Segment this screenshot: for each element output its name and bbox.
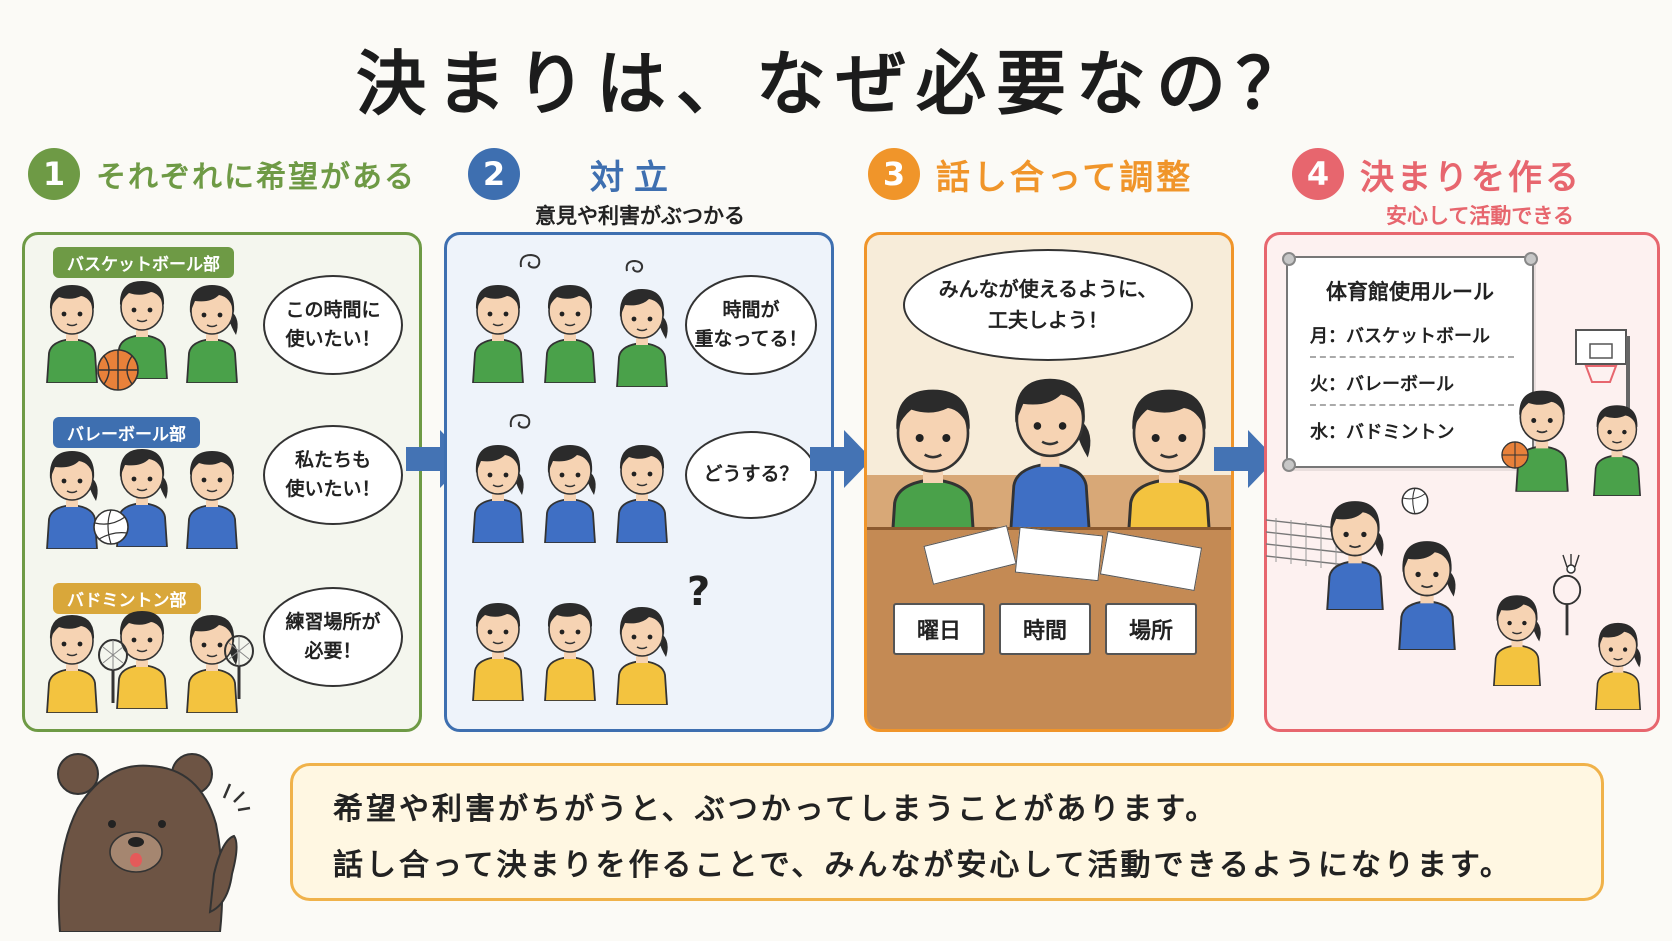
volleyball-boy	[181, 441, 243, 549]
conflict-boy-2	[539, 275, 601, 383]
basketball-hoop-icon	[1575, 329, 1630, 410]
panel-step-2: 時間が 重なってる！ どうする？ ?	[444, 232, 834, 732]
gym-rules-board: 体育館使用ルール 月：バスケットボール 火：バレーボール 水：バドミントン	[1282, 252, 1538, 472]
racket-icon-3	[1552, 574, 1582, 636]
step-4-number: 4	[1292, 148, 1344, 200]
gym-rules-title: 体育館使用ルール	[1326, 280, 1494, 304]
club-tag-badminton: バドミントン部	[53, 583, 201, 614]
step-2-number: 2	[468, 148, 520, 200]
panel-step-1: バスケットボール部 バレーボール部 バドミントン部 この時間に 使いたい！ 私た…	[22, 232, 422, 732]
step-1-label: それぞれに希望がある	[96, 160, 416, 195]
speech-bubble-let-us-plan: みんなが使えるように、 工夫しよう！	[903, 249, 1193, 361]
discussion-kid-girl-center	[1001, 363, 1099, 533]
rule-tuesday: 火：バレーボール	[1310, 370, 1514, 406]
question-mark-icon: ?	[687, 569, 711, 615]
club-tag-basketball: バスケットボール部	[53, 247, 234, 278]
step-4-label: 決まりを作る	[1360, 157, 1582, 198]
step-2-heading: 2 対立	[468, 148, 678, 200]
page-title: 決まりは、なぜ必要なの？	[356, 43, 1316, 125]
club-tag-volleyball: バレーボール部	[53, 417, 200, 448]
volleyball-icon	[93, 509, 129, 545]
card-time: 時間	[999, 603, 1091, 655]
summary-line-2: 話し合って決まりを作ることで、みんなが安心して活動できるようになります。	[333, 848, 1513, 883]
step-4-heading: 4 決まりを作る	[1292, 148, 1582, 200]
basketball-icon-2	[1501, 441, 1529, 469]
conflict-girl-1	[611, 279, 673, 387]
basketball-icon	[97, 349, 139, 391]
pin-icon	[1282, 252, 1296, 266]
badminton-player-2	[1590, 614, 1646, 710]
step-1-heading: 1 それぞれに希望がある	[28, 148, 416, 200]
basketball-player-2	[1588, 396, 1646, 496]
speech-bubble-volleyball: 私たちも 使いたい！	[263, 425, 403, 525]
racket-icon	[98, 639, 128, 703]
step-3-number: 3	[868, 148, 920, 200]
card-day: 曜日	[893, 603, 985, 655]
conflict-boy-5	[539, 593, 601, 701]
badminton-boy-1	[41, 605, 103, 713]
step-2-label: 対立	[590, 157, 678, 198]
step-3-label: 話し合って調整	[936, 157, 1194, 198]
volleyball-icon-2	[1401, 487, 1429, 515]
paper-note-2	[1014, 526, 1104, 582]
conflict-boy-3	[611, 435, 673, 543]
confused-swirl-icon-3	[509, 413, 531, 429]
panel-step-3: みんなが使えるように、 工夫しよう！ 曜日 時間 場所	[864, 232, 1234, 732]
card-place: 場所	[1105, 603, 1197, 655]
speech-bubble-what-to-do: どうする？	[685, 431, 817, 519]
racket-icon-2	[224, 635, 254, 699]
step-1-number: 1	[28, 148, 80, 200]
conflict-girl-4	[611, 597, 673, 705]
basketball-boy-1	[41, 275, 103, 383]
summary-note: 希望や利害がちがうと、ぶつかってしまうことがあります。 話し合って決まりを作るこ…	[290, 763, 1604, 901]
step-4-subtitle: 安心して活動できる	[1386, 204, 1574, 228]
conflict-boy-1	[467, 275, 529, 383]
volleyball-net-icon	[1266, 518, 1356, 572]
step-3-heading: 3 話し合って調整	[868, 148, 1193, 200]
speech-bubble-overlap: 時間が 重なってる！	[685, 275, 817, 375]
arrow-right-icon-2	[810, 430, 872, 488]
conflict-boy-4	[467, 593, 529, 701]
shuttlecock-icon	[1562, 554, 1580, 574]
rule-monday: 月：バスケットボール	[1310, 322, 1514, 358]
summary-line-1: 希望や利害がちがうと、ぶつかってしまうことがあります。	[333, 792, 1219, 827]
badminton-player-1	[1488, 586, 1546, 686]
pin-icon-3	[1282, 458, 1296, 472]
basketball-player-1	[1510, 380, 1574, 492]
rule-wednesday: 水：バドミントン	[1310, 422, 1455, 443]
confused-swirl-icon-2	[625, 259, 644, 273]
speech-bubble-basketball: この時間に 使いたい！	[263, 275, 403, 375]
basketball-girl	[181, 275, 243, 383]
step-2-subtitle: 意見や利害がぶつかる	[535, 204, 745, 228]
pin-icon-2	[1524, 252, 1538, 266]
discussion-kid-boy-left	[881, 373, 985, 553]
volleyball-player-1	[1320, 490, 1390, 610]
speech-bubble-badminton: 練習場所が 必要！	[263, 587, 403, 687]
volleyball-player-2	[1392, 530, 1462, 650]
confused-swirl-icon	[519, 253, 541, 269]
conflict-girl-2	[467, 435, 529, 543]
discussion-kid-boy-right	[1117, 373, 1221, 553]
bear-mascot-icon	[57, 753, 251, 932]
conflict-girl-3	[539, 435, 601, 543]
